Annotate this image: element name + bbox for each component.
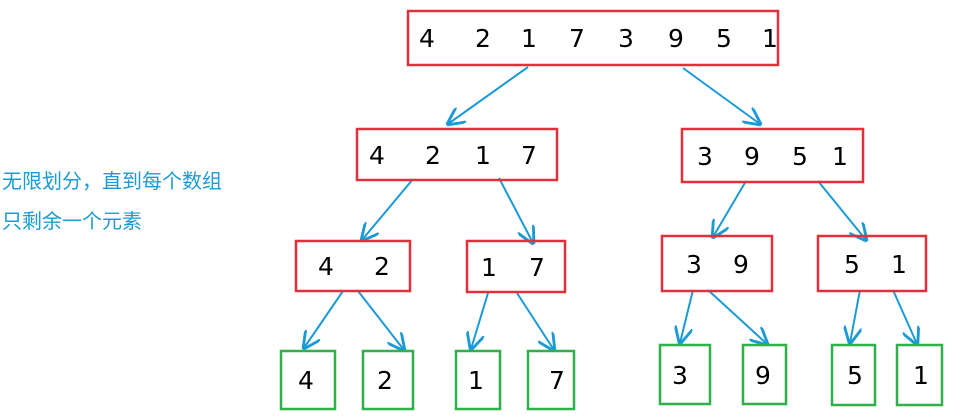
box-border (406, 9, 780, 67)
box-border (660, 234, 774, 293)
single-element-box: 2 (361, 349, 415, 411)
array-value: 5 (716, 24, 732, 53)
split-arrow (471, 292, 489, 349)
single-element-box: 7 (526, 349, 576, 411)
array-value: 2 (425, 141, 441, 170)
array-value: 2 (475, 24, 491, 53)
split-arrow (448, 66, 529, 124)
box-border (741, 343, 788, 406)
single-element-box: 1 (895, 343, 944, 407)
array-value: 2 (374, 252, 390, 281)
array-value: 1 (762, 24, 778, 53)
array-value: 5 (844, 250, 860, 279)
box-border (895, 343, 944, 407)
split-arrow (707, 289, 767, 344)
split-arrow (817, 180, 866, 240)
box-border (355, 127, 559, 182)
array-value: 3 (672, 361, 688, 390)
single-element-box: 5 (830, 343, 877, 407)
array-value: 3 (697, 142, 713, 171)
array-box: 4 2 1 7 3 9 5 1 (406, 9, 780, 67)
array-value: 2 (377, 366, 393, 395)
split-arrow (516, 292, 554, 350)
split-arrow (680, 289, 694, 343)
array-value: 1 (891, 250, 907, 279)
box-border (526, 349, 576, 411)
array-value: 5 (847, 361, 863, 390)
box-border (658, 343, 712, 406)
array-value: 1 (521, 24, 537, 53)
array-value: 3 (618, 24, 634, 53)
array-value: 4 (419, 24, 435, 53)
split-arrow (362, 178, 414, 240)
single-element-box: 4 (279, 349, 337, 411)
array-value: 4 (318, 252, 334, 281)
array-value: 7 (529, 253, 545, 282)
box-border (830, 343, 877, 407)
split-arrows (304, 66, 917, 350)
single-element-box: 3 (658, 343, 712, 406)
array-value: 7 (521, 141, 537, 170)
box-border (465, 239, 567, 294)
array-value: 7 (569, 24, 585, 53)
array-value: 9 (755, 361, 771, 390)
array-value: 5 (792, 142, 808, 171)
split-arrow (682, 67, 760, 124)
split-arrow (357, 290, 404, 350)
array-value: 4 (298, 366, 314, 395)
array-value: 1 (832, 142, 848, 171)
array-value: 9 (668, 24, 684, 53)
annotation-line-1: 无限划分，直到每个数组 (2, 169, 222, 193)
box-border (816, 234, 928, 293)
split-arrow (304, 290, 344, 348)
annotation-line-2: 只剩余一个元素 (2, 209, 142, 233)
array-value: 1 (481, 253, 497, 282)
array-value: 7 (549, 366, 565, 395)
array-value: 9 (733, 250, 749, 279)
array-value: 1 (475, 141, 491, 170)
box-border (294, 239, 412, 293)
split-arrow (850, 289, 860, 343)
array-value: 1 (913, 361, 929, 390)
array-value: 1 (468, 366, 484, 395)
box-border (361, 349, 415, 411)
array-box: 4 2 1 7 (355, 127, 559, 182)
array-value: 3 (686, 250, 702, 279)
split-arrow (892, 289, 917, 344)
box-border (680, 127, 865, 184)
array-value: 4 (369, 141, 385, 170)
split-arrow (713, 180, 747, 237)
single-element-box: 1 (454, 349, 502, 411)
array-value: 9 (744, 142, 760, 171)
split-arrow (498, 177, 533, 243)
single-element-box: 9 (741, 343, 788, 406)
box-border (454, 349, 502, 411)
box-border (279, 349, 337, 411)
